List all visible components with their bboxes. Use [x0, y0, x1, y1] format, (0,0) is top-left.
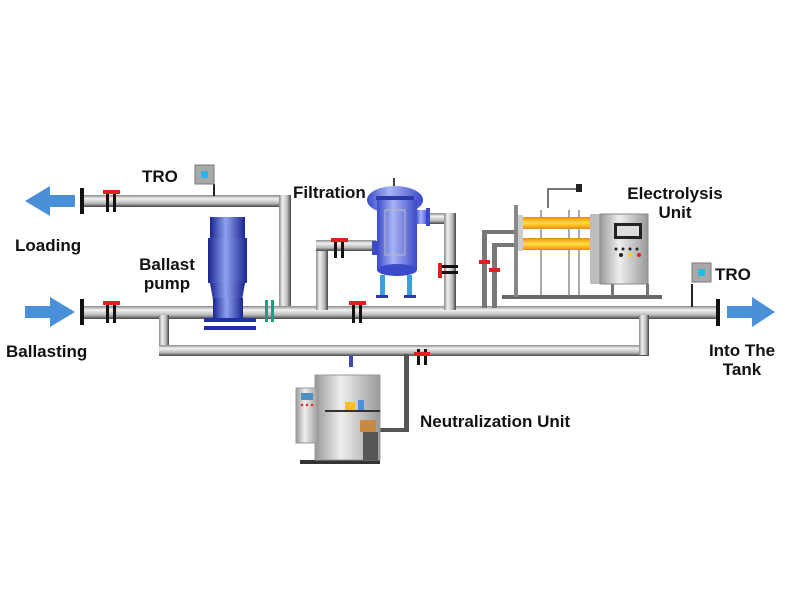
neutralization-unit-label: Neutralization Unit [420, 412, 571, 431]
valve-pump-outlet[interactable] [265, 300, 274, 322]
ballast-pump-line2: pump [143, 274, 191, 293]
tro-top-label: TRO [142, 167, 178, 186]
valve-electrolysis-1[interactable] [479, 260, 490, 264]
valve-filter-bypass[interactable] [438, 263, 458, 278]
loading-arrow-icon [25, 186, 75, 216]
into-the-tank-label: Into The Tank [692, 341, 792, 379]
electrolysis-unit-label: Electrolysis Unit [610, 184, 740, 222]
valve-ballasting[interactable] [103, 301, 120, 323]
ballast-pump-icon [204, 217, 256, 330]
tro-sensor-top [194, 164, 215, 185]
valve-main[interactable] [349, 301, 366, 323]
outlet-flange [716, 299, 720, 326]
valve-loading[interactable] [103, 190, 120, 212]
neutralization-unit-icon [295, 355, 381, 464]
valve-filter-inlet[interactable] [331, 238, 348, 258]
electrolysis-label-line1: Electrolysis [627, 184, 723, 203]
ballast-pump-label: Ballast pump [127, 255, 207, 293]
ballast-pump-line1: Ballast [139, 255, 195, 274]
filtration-vessel-icon [367, 178, 430, 298]
tro-sensor-right [691, 262, 712, 283]
loading-label: Loading [15, 236, 82, 255]
valve-neutralization[interactable] [414, 349, 430, 365]
electrolysis-unit-icon [502, 184, 662, 299]
loading-flange [80, 188, 84, 214]
electrolysis-label-line2: Unit [658, 203, 692, 222]
tro-right-label: TRO [715, 265, 751, 284]
into-tank-line2: Tank [722, 360, 762, 379]
into-tank-arrow-icon [727, 297, 775, 327]
into-tank-line1: Into The [708, 341, 776, 360]
valve-electrolysis-2[interactable] [489, 268, 500, 272]
filtration-label: Filtration [293, 183, 366, 202]
ballasting-label: Ballasting [6, 342, 88, 361]
ballasting-flange [80, 299, 84, 325]
ballasting-arrow-icon [25, 297, 75, 327]
